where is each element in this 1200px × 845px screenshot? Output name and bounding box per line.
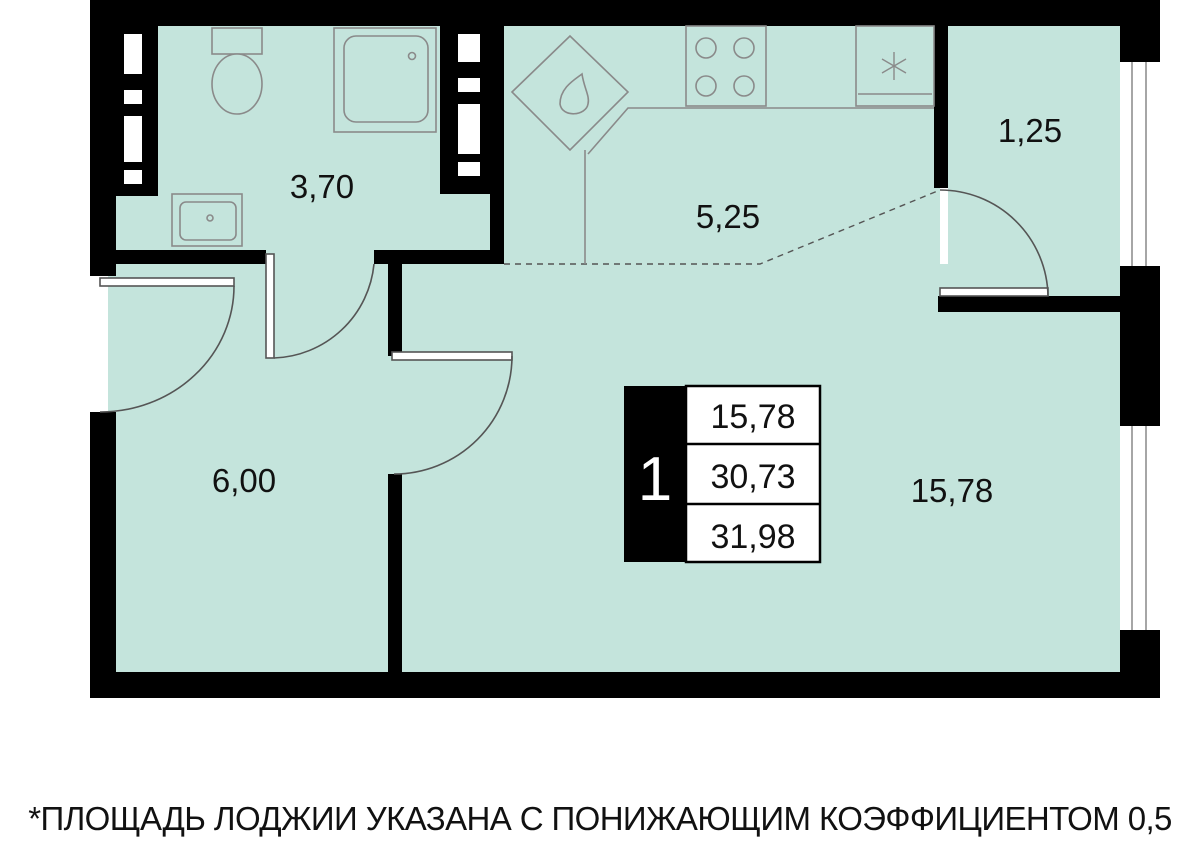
wall-left-lower [90, 412, 116, 698]
legend-values-frame [684, 384, 822, 564]
door-living-swing [393, 355, 513, 475]
wall-right-mid [1120, 266, 1160, 426]
floor-loggia [948, 26, 1120, 306]
windows [1120, 62, 1160, 630]
floor-hallway [108, 264, 392, 674]
shower-icon [333, 27, 437, 133]
wall-hall-living-lower [388, 474, 402, 674]
wall-loggia-left [934, 26, 948, 188]
room-area-bathroom: 3,70 [290, 168, 354, 205]
room-area-loggia: 1,25 [998, 112, 1062, 149]
loggia-coefficient-footnote: *ПЛОЩАДЬ ЛОДЖИИ УКАЗАНА С ПОНИЖАЮЩИМ КОЭ… [28, 800, 1172, 837]
door-loggia-leaf [939, 287, 1049, 297]
legend-total-area: 30,73 [710, 458, 795, 496]
door-entrance-swing [99, 285, 235, 413]
kitchen-counter [587, 107, 934, 155]
room-area-kitchen: 5,25 [696, 198, 760, 235]
floor-areas [108, 16, 1120, 674]
doors [99, 189, 1049, 475]
sink-icon [171, 193, 243, 247]
room-area-hallway: 6,00 [212, 462, 276, 499]
floor-kitchen [500, 16, 940, 264]
window-loggia [1120, 62, 1160, 266]
shaft-openings [124, 34, 480, 184]
door-entrance-leaf [99, 277, 235, 287]
kitchen-sink-icon [510, 34, 630, 152]
wall-bottom [90, 672, 1160, 698]
wall-bath-bottom-right [374, 250, 504, 264]
legend-rooms-count: 1 [638, 445, 672, 514]
legend-count-cell [624, 386, 686, 562]
wall-bath-bottom-left [108, 250, 266, 264]
room-area-living: 15,78 [911, 472, 994, 509]
wall-loggia-bottom [938, 296, 1120, 312]
door-loggia-swing [939, 189, 1049, 297]
door-living-leaf [391, 351, 513, 361]
floor-bathroom [108, 16, 490, 264]
kitchen-zone-boundary [504, 189, 941, 265]
wall-bath-right [490, 26, 504, 264]
area-legend: 1 15,78 30,73 31,98 [624, 384, 822, 564]
legend-living-area: 15,78 [710, 398, 795, 436]
fixtures [171, 25, 935, 264]
door-bathroom-leaf [265, 253, 275, 359]
window-living [1120, 426, 1160, 630]
wall-top [90, 0, 1160, 26]
legend-total-with-loggia: 31,98 [710, 518, 795, 556]
wall-right-top [1120, 0, 1160, 62]
toilet-icon [211, 27, 263, 115]
door-bathroom-swing [273, 263, 375, 359]
stove-icon [685, 25, 767, 107]
wall-right-bottom [1120, 630, 1160, 698]
fridge-icon [855, 25, 935, 107]
wall-hall-living-upper [388, 264, 402, 356]
